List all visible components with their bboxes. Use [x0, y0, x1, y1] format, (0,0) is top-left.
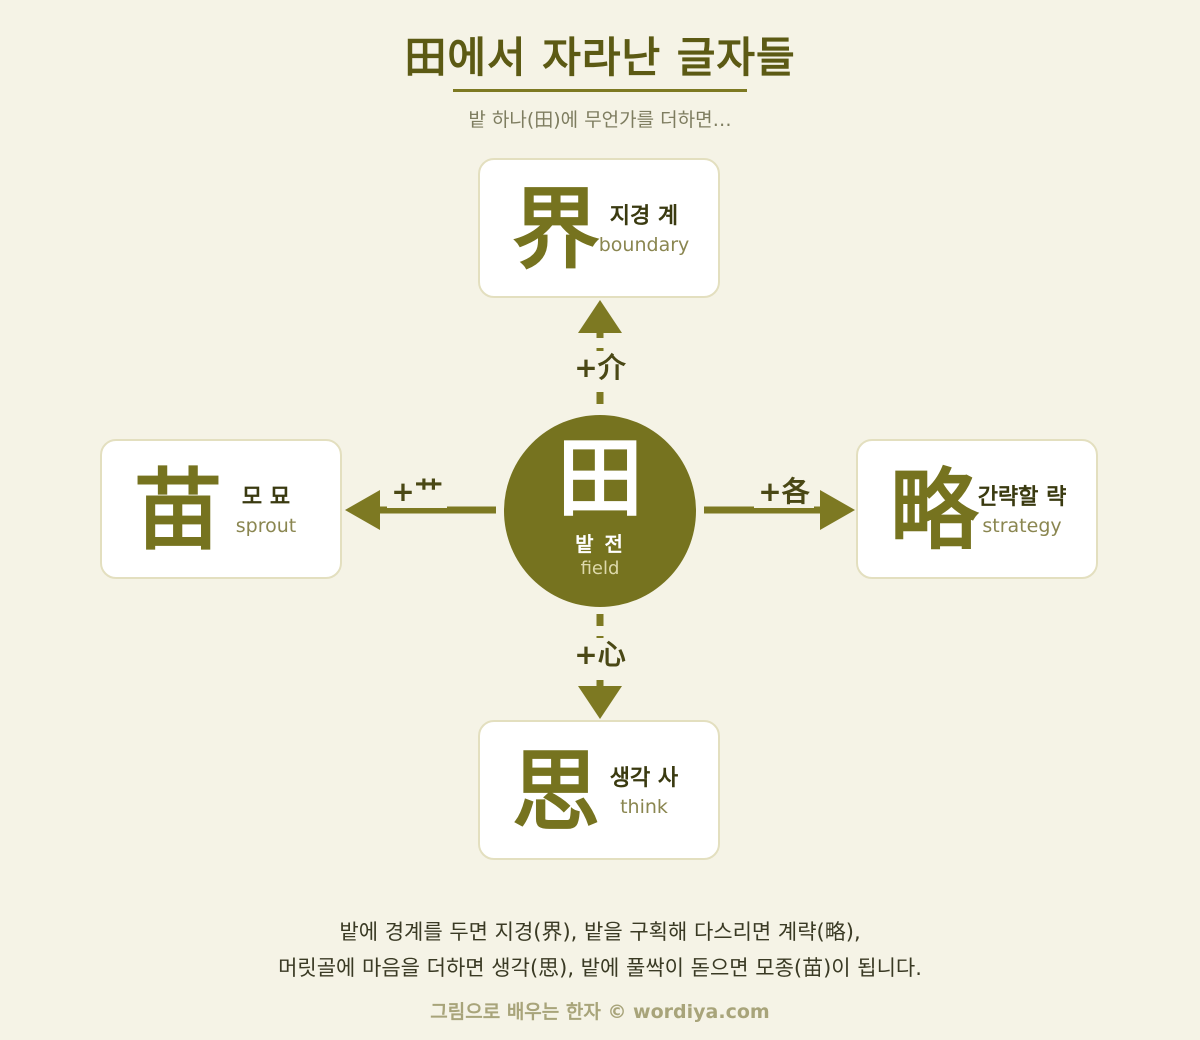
operator-text: +各 — [754, 475, 814, 508]
caption-line-2: 머릿골에 마음을 더하면 생각(思), 밭에 풀싹이 돋으면 모종(苗)이 됩니… — [278, 956, 922, 980]
card-english: boundary — [598, 234, 690, 256]
card-korean: 생각 사 — [609, 766, 679, 791]
card-english: strategy — [982, 515, 1062, 537]
center-korean: 밭 전 — [575, 532, 625, 556]
card-hanzi: 界 — [511, 177, 600, 281]
operator-text: +艹 — [387, 475, 447, 508]
card-think: 思 생각 사 think — [478, 720, 720, 860]
card-hanzi: 苗 — [133, 458, 222, 562]
center-circle-field: 田 밭 전 field — [504, 415, 696, 607]
diagram-subtitle: 밭 하나(田)에 무언가를 더하면… — [468, 109, 732, 131]
arrow-left-head — [345, 490, 380, 530]
arrow-up-head — [578, 300, 622, 333]
operator-bottom-label: +心 — [560, 633, 640, 673]
operator-top-label: +介 — [560, 346, 640, 386]
card-english: think — [620, 796, 668, 818]
operator-right-label: +各 — [750, 470, 818, 510]
credit-text: 그림으로 배우는 한자 © wordiya.com — [430, 1001, 770, 1023]
card-korean: 모 묘 — [241, 485, 291, 510]
diagram-title: 田에서 자라난 글자들 — [404, 33, 796, 82]
card-english: sprout — [235, 515, 297, 537]
caption-line-1: 밭에 경계를 두면 지경(界), 밭을 구획해 다스리면 계략(略), — [339, 920, 861, 944]
card-hanzi: 略 — [889, 458, 978, 562]
operator-text: +介 — [570, 351, 630, 384]
arrow-right-head — [820, 490, 855, 530]
title-underline — [453, 89, 747, 92]
operator-text: +心 — [570, 638, 630, 671]
card-korean: 지경 계 — [609, 204, 679, 229]
card-hanzi: 思 — [511, 739, 600, 843]
card-boundary: 界 지경 계 boundary — [478, 158, 720, 298]
card-sprout: 苗 모 묘 sprout — [100, 439, 342, 579]
card-korean: 간략할 략 — [977, 485, 1067, 510]
center-hanzi: 田 — [557, 428, 643, 529]
operator-left-label: +艹 — [385, 470, 449, 510]
arrow-down-head — [578, 686, 622, 719]
card-strategy: 略 간략할 략 strategy — [856, 439, 1098, 579]
center-english: field — [580, 558, 620, 579]
